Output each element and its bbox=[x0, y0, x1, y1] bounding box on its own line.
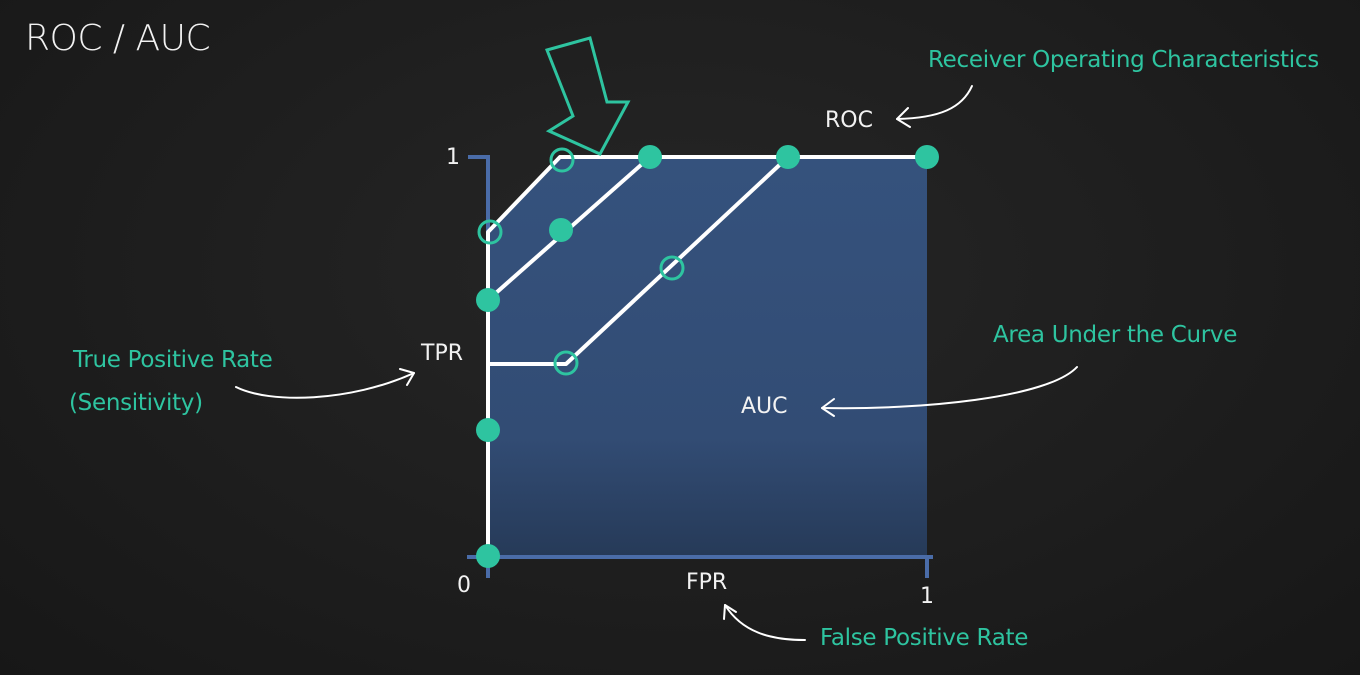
point bbox=[476, 288, 500, 312]
y-axis-max-label: 1 bbox=[446, 145, 460, 170]
roc-curve-worst bbox=[488, 155, 790, 366]
area-under-curve-note: Area Under the Curve bbox=[993, 322, 1238, 348]
roc-pointer-arrowhead bbox=[896, 107, 911, 128]
tpr-pointer-arrow-icon bbox=[235, 372, 415, 399]
point-top-right bbox=[915, 145, 939, 169]
point bbox=[477, 219, 503, 245]
auc-pointer-arrowhead bbox=[821, 398, 835, 417]
point bbox=[553, 350, 579, 376]
true-positive-rate-note: True Positive Rate bbox=[73, 347, 273, 373]
point bbox=[549, 147, 575, 173]
slide-title: ROC / AUC bbox=[25, 18, 211, 59]
highlight-arrow-icon bbox=[544, 36, 631, 156]
filled-points bbox=[476, 145, 939, 568]
auc-label: AUC bbox=[741, 394, 788, 419]
x-axis-min-label: 0 bbox=[457, 573, 471, 598]
tpr-axis-label: TPR bbox=[421, 341, 463, 366]
x-axis-max-label: 1 bbox=[920, 584, 934, 609]
point bbox=[776, 145, 800, 169]
roc-pointer-arrow-icon bbox=[896, 85, 973, 120]
point bbox=[659, 255, 685, 281]
point bbox=[476, 418, 500, 442]
tpr-pointer-arrowhead bbox=[399, 368, 415, 386]
sensitivity-note: (Sensitivity) bbox=[69, 390, 203, 416]
receiver-operating-characteristics-note: Receiver Operating Characteristics bbox=[928, 47, 1319, 73]
auc-pointer-arrow-icon bbox=[821, 366, 1078, 410]
fpr-pointer-arrow-icon bbox=[724, 604, 806, 641]
false-positive-rate-note: False Positive Rate bbox=[820, 625, 1029, 651]
point bbox=[638, 145, 662, 169]
point bbox=[549, 218, 573, 242]
fpr-pointer-arrowhead bbox=[723, 604, 737, 620]
roc-label: ROC bbox=[825, 108, 873, 133]
point-origin bbox=[476, 544, 500, 568]
fpr-axis-label: FPR bbox=[686, 570, 728, 595]
roc-curve-best bbox=[486, 155, 927, 557]
annotation-arrows bbox=[235, 85, 1078, 641]
auc-area bbox=[488, 157, 927, 557]
hollow-points bbox=[477, 147, 685, 376]
